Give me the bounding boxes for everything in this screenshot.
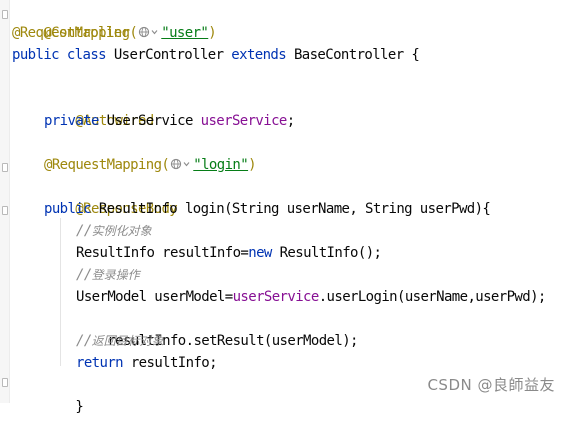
parent-class: BaseController { <box>293 47 420 63</box>
csdn-watermark: CSDN @良師益友 <box>427 376 555 394</box>
fold-marker[interactable] <box>2 378 8 387</box>
globe-chevron-icon[interactable] <box>138 26 160 38</box>
code-line-15: resultInfo.setResult(userModel); <box>76 308 358 349</box>
keyword-return: return <box>76 355 124 371</box>
code-line-3: public class UserController extends Base… <box>12 44 420 66</box>
editor-gutter <box>0 0 10 403</box>
code-line-10: public ResultInfo login(String userName,… <box>44 198 491 220</box>
code-text: .userLogin(userName,userPwd); <box>318 289 547 305</box>
code-text: ResultInfo resultInfo= <box>76 245 249 261</box>
method-signature: ResultInfo login(String userName, String… <box>98 201 491 217</box>
fold-marker[interactable] <box>2 206 8 215</box>
code-line-13: //登录操作 <box>76 264 140 286</box>
code-line-12: ResultInfo resultInfo=new ResultInfo(); <box>76 242 382 264</box>
annotation-response-body: @ResponseBody <box>75 201 178 217</box>
code-text: UserModel userModel= <box>76 289 233 305</box>
semicolon: ; <box>286 113 295 129</box>
keyword-private: private <box>44 113 99 129</box>
comment-slash: // <box>76 333 92 349</box>
code-line-11: //实例化对象 <box>76 220 152 242</box>
paren-close: ) <box>208 25 217 41</box>
code-text: resultInfo; <box>130 355 218 371</box>
annotation-request-mapping: @RequestMapping( <box>12 25 138 41</box>
field-user-service: userService <box>200 113 288 129</box>
keyword-new: new <box>248 245 272 261</box>
closing-brace: } <box>75 399 84 415</box>
code-line-5: @Autowired <box>44 88 154 129</box>
annotation-request-mapping: @RequestMapping( <box>44 157 170 173</box>
comment-text: 登录操作 <box>91 268 140 282</box>
keyword-public: public <box>44 201 92 217</box>
keyword-extends: extends <box>231 47 287 63</box>
string-login: "login" <box>193 157 249 173</box>
code-text: resultInfo.setResult(userModel); <box>107 333 358 349</box>
comment-slash: // <box>76 267 92 283</box>
code-line-9: @ResponseBody <box>44 176 177 217</box>
comment-slash: // <box>76 223 92 239</box>
keyword-class: class <box>66 47 107 63</box>
code-line-14: UserModel userModel=userService.userLogi… <box>76 286 546 308</box>
annotation-controller: @Controller <box>43 25 130 41</box>
fold-marker[interactable] <box>2 163 8 172</box>
field-user-service: userService <box>232 289 320 305</box>
class-name: UserController <box>113 47 224 63</box>
code-text: ResultInfo(); <box>279 245 382 261</box>
indent-guide <box>60 218 61 366</box>
code-line-1: @Controller <box>12 0 130 41</box>
annotation-autowired: @Autowired <box>75 113 154 129</box>
comment-text: 实例化对象 <box>91 224 152 238</box>
code-line-17: return resultInfo; <box>76 352 218 374</box>
type-user-service: UserService <box>106 113 194 129</box>
code-line-18: } <box>44 374 83 415</box>
comment-text: 返回目标对象 <box>91 334 164 348</box>
fold-marker[interactable] <box>2 10 8 19</box>
keyword-public: public <box>12 47 60 63</box>
code-line-16: //返回目标对象 <box>76 330 164 352</box>
code-line-2: @RequestMapping( "user") <box>12 22 217 44</box>
paren-close: ) <box>248 157 256 173</box>
code-line-6: private UserService userService; <box>44 110 295 132</box>
string-user: "user" <box>161 25 209 41</box>
code-line-8: @RequestMapping( "login") <box>44 154 257 176</box>
globe-chevron-icon[interactable] <box>170 158 192 170</box>
